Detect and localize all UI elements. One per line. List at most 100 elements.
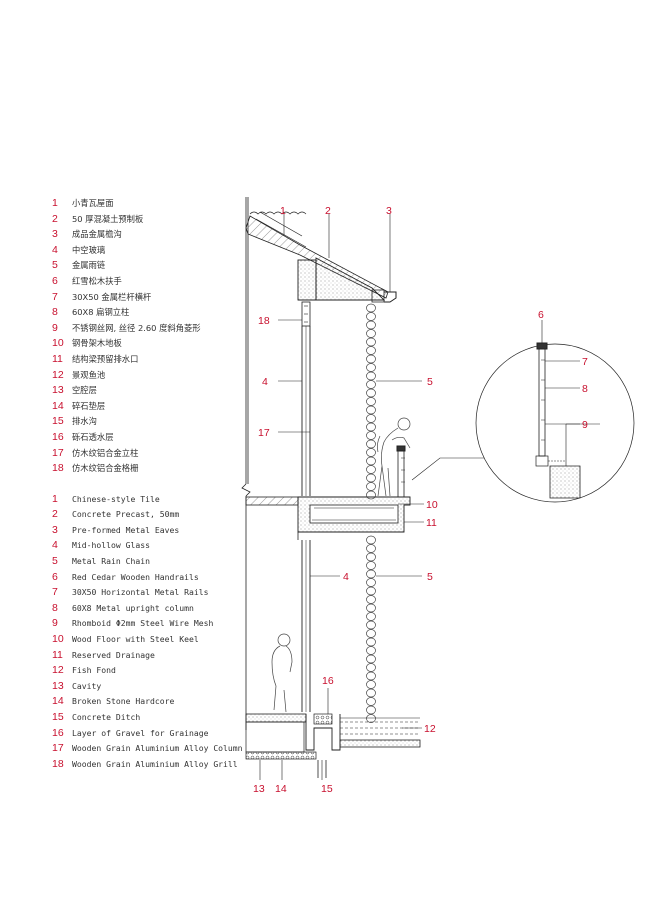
legend-cn-text: 碎石垫层 (72, 400, 106, 411)
callout-18: 18 (258, 315, 270, 327)
chain-link (366, 620, 376, 630)
chain-link (366, 397, 376, 406)
legend-en-number: 12 (52, 664, 64, 677)
roof-tiles (249, 211, 307, 248)
callout-17: 17 (258, 427, 270, 439)
chain-link (366, 595, 376, 604)
legend-cn-number: 14 (52, 399, 64, 412)
legend-en-number: 2 (52, 508, 58, 521)
chain-link (366, 586, 376, 596)
detail-circle (475, 343, 635, 503)
person-figure-upper (376, 417, 411, 497)
legend-cn-text: 中空玻璃 (72, 244, 106, 255)
chain-link (366, 552, 376, 562)
chain-link (366, 671, 376, 681)
legend-en-text: Rhomboid Φ2mm Steel Wire Mesh (72, 618, 214, 629)
ground-level (245, 713, 421, 778)
callout-16: 16 (322, 675, 334, 687)
legend-en-text: Reserved Drainage (72, 649, 155, 660)
callout-3: 3 (386, 205, 392, 217)
legend-cn-item: 18 仿木纹铝合金格栅 (38, 461, 248, 477)
callout-1: 1 (280, 205, 286, 217)
legend-en-text: Layer of Gravel for Grainage (72, 727, 209, 738)
legend-en-item: 12 Fish Fond (38, 663, 248, 679)
legend-cn-text: 仿木纹铝合金立柱 (72, 447, 139, 458)
chain-link (366, 612, 376, 621)
legend-cn-text: 60X8 扁钢立柱 (72, 307, 130, 318)
legend-en-number: 4 (52, 539, 58, 552)
callout-14: 14 (275, 783, 287, 795)
chain-link (366, 697, 376, 706)
chain-link (366, 414, 376, 423)
detail-callout-8: 8 (582, 383, 588, 395)
legend-cn-text: 砾石透水层 (72, 431, 114, 442)
person-figure-lower (271, 633, 293, 713)
chain-link (366, 431, 376, 440)
legend-en-number: 1 (52, 492, 58, 505)
chain-link (366, 354, 376, 364)
gravel-layer (313, 713, 333, 725)
legend-en-text: Fish Fond (72, 665, 116, 676)
chain-link (366, 346, 376, 355)
legend-en-text: Pre-formed Metal Eaves (72, 524, 180, 535)
callout-5-upper: 5 (427, 376, 433, 388)
upper-window (301, 301, 311, 496)
legend-en-text: Concrete Precast, 50mm (72, 509, 180, 520)
chain-link (366, 561, 376, 570)
legend-cn-text: 空腔层 (72, 385, 97, 396)
legend-cn-text: 排水沟 (72, 416, 97, 427)
chain-link (366, 303, 376, 313)
legend-cn-text: 30X50 金属栏杆横杆 (72, 291, 152, 302)
legend-cn-text: 仿木纹铝合金格栅 (72, 463, 139, 474)
chain-link (366, 544, 376, 553)
chain-link (366, 448, 376, 457)
balustrade (396, 445, 406, 498)
chain-link (366, 388, 376, 398)
metal-eaves-gutter (384, 291, 397, 303)
legend-en-item: 2 Concrete Precast, 50mm (38, 507, 248, 523)
broken-stone (245, 751, 317, 760)
chain-link (366, 663, 376, 672)
legend-en-text: Wooden Grain Aluminium Alloy Grill (72, 758, 238, 769)
legend-en-number: 13 (52, 679, 64, 692)
chain-link (366, 705, 376, 715)
legend-cn-number: 18 (52, 462, 64, 475)
chain-link (366, 337, 376, 347)
eave-slab (315, 257, 386, 301)
callout-2: 2 (325, 205, 331, 217)
legend-cn-number: 16 (52, 430, 64, 443)
legend-cn-number: 12 (52, 368, 64, 381)
legend-cn-text: 金属雨链 (72, 260, 106, 271)
legend-en-number: 5 (52, 555, 58, 568)
detail-callout (411, 342, 635, 503)
callout-13: 13 (253, 783, 265, 795)
rain-chain-upper (366, 303, 376, 500)
legend-cn-text: 小青瓦屋面 (72, 198, 114, 208)
legend-en-number: 14 (52, 695, 64, 708)
legend-cn-number: 7 (52, 290, 58, 303)
legend-cn-number: 10 (52, 337, 64, 350)
legend-en-number: 8 (52, 601, 58, 614)
chain-link (366, 637, 376, 647)
legend-en-number: 6 (52, 570, 58, 583)
chain-link (366, 371, 376, 381)
